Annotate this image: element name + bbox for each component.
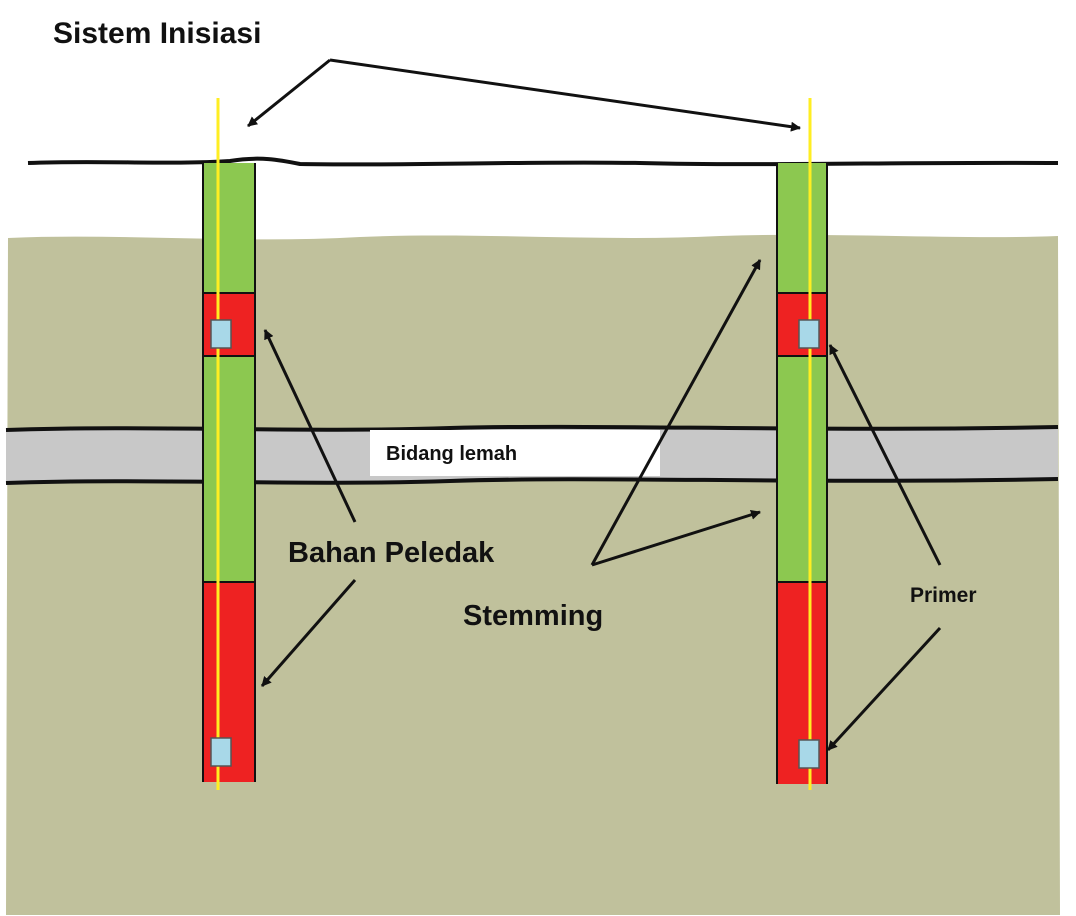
arrow-line <box>826 626 942 752</box>
label-initiation-system: Sistem Inisiasi <box>53 17 261 50</box>
stemming-column <box>777 163 827 293</box>
stemming-column <box>203 356 255 582</box>
stemming-column <box>203 163 255 293</box>
initiation-system-arrows <box>247 58 801 132</box>
primer-cartridge <box>210 737 232 767</box>
weak-plane-top-line <box>5 424 1059 432</box>
label-primer: Primer <box>910 584 977 607</box>
ground-surface-line <box>27 156 1059 167</box>
primer-cartridge <box>798 739 820 769</box>
primer-arrows <box>826 344 942 752</box>
ground-area <box>6 234 1060 915</box>
blast-hole-right <box>776 98 828 790</box>
stemming-column <box>777 356 827 582</box>
arrow-line <box>263 329 357 523</box>
arrow-line <box>247 58 331 128</box>
stemming-arrows <box>590 259 762 567</box>
label-weak-plane: Bidang lemah <box>386 443 517 465</box>
explosive-arrows <box>260 329 357 687</box>
weak-plane-bottom-line <box>5 477 1059 485</box>
arrow-line <box>591 509 761 567</box>
arrow-line <box>260 579 357 687</box>
label-stemming: Stemming <box>463 600 603 632</box>
weak-plane-label-box <box>370 430 660 476</box>
arrow-line <box>590 259 762 566</box>
arrow-line <box>329 58 801 132</box>
label-explosive: Bahan Peledak <box>288 537 495 569</box>
primer-cartridge <box>210 319 232 349</box>
blast-hole-left <box>202 98 256 790</box>
primer-cartridge <box>798 319 820 349</box>
arrow-line <box>828 344 942 566</box>
